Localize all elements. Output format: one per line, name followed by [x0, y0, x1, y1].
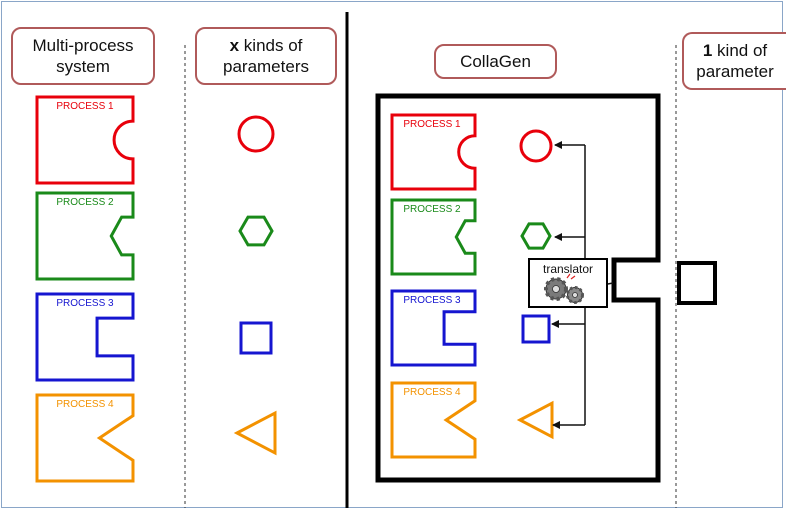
- header-x-kinds-bold: x: [229, 36, 240, 55]
- process-piece-2: PROCESS 2: [35, 191, 135, 281]
- header-collagen-text: CollaGen: [460, 52, 531, 71]
- process-piece-1: PROCESS 1: [35, 95, 135, 185]
- circle-parameter-shape: [237, 115, 275, 153]
- inner-triangle-parameter-shape: [516, 400, 554, 440]
- process-label: PROCESS 2: [56, 197, 114, 208]
- inner-process-piece-1: PROCESS 1: [390, 113, 477, 191]
- inner-process-piece-4: PROCESS 4: [390, 381, 477, 459]
- header-one-kind-rest: kind of: [712, 41, 768, 60]
- process-label: PROCESS 1: [56, 101, 114, 112]
- header-x-kinds-line1: x kinds of: [230, 35, 303, 56]
- translator-box: translator: [528, 258, 608, 308]
- header-multi-process-line2: system: [56, 57, 110, 76]
- process-label: PROCESS 4: [56, 399, 114, 410]
- translator-label: translator: [543, 262, 593, 276]
- header-multi-process-line1: Multi-process: [32, 36, 134, 55]
- hexagon-parameter-shape: [238, 215, 274, 247]
- square-parameter-shape: [239, 321, 273, 355]
- header-multi-process: Multi-process system: [11, 27, 155, 85]
- triangle-parameter-shape: [233, 410, 277, 456]
- inner-process-label: PROCESS 2: [403, 204, 461, 215]
- header-x-kinds: x kinds of parameters: [195, 27, 337, 85]
- collagen-container: [375, 93, 661, 483]
- header-one-kind-line2: parameter: [696, 62, 774, 81]
- inner-process-label: PROCESS 1: [403, 119, 461, 130]
- inner-process-piece-2: PROCESS 2: [390, 198, 477, 276]
- header-one-kind-bold: 1: [702, 41, 713, 60]
- header-x-kinds-line2: parameters: [223, 57, 309, 76]
- inner-hexagon-parameter-shape: [520, 222, 552, 250]
- single-parameter-square: [677, 261, 717, 305]
- inner-circle-parameter-shape: [519, 129, 553, 163]
- inner-process-label: PROCESS 4: [403, 387, 461, 398]
- header-one-kind: 1 kind of parameter: [682, 32, 786, 90]
- inner-process-label: PROCESS 3: [403, 295, 461, 306]
- gears-icon: [544, 273, 584, 304]
- header-x-kinds-rest: kinds of: [239, 36, 303, 55]
- inner-square-parameter-shape: [521, 314, 551, 344]
- process-piece-4: PROCESS 4: [35, 393, 135, 483]
- header-collagen: CollaGen: [434, 44, 557, 79]
- header-one-kind-line1: 1 kind of: [703, 40, 767, 61]
- process-piece-3: PROCESS 3: [35, 292, 135, 382]
- process-label: PROCESS 3: [56, 298, 114, 309]
- inner-process-piece-3: PROCESS 3: [390, 289, 477, 367]
